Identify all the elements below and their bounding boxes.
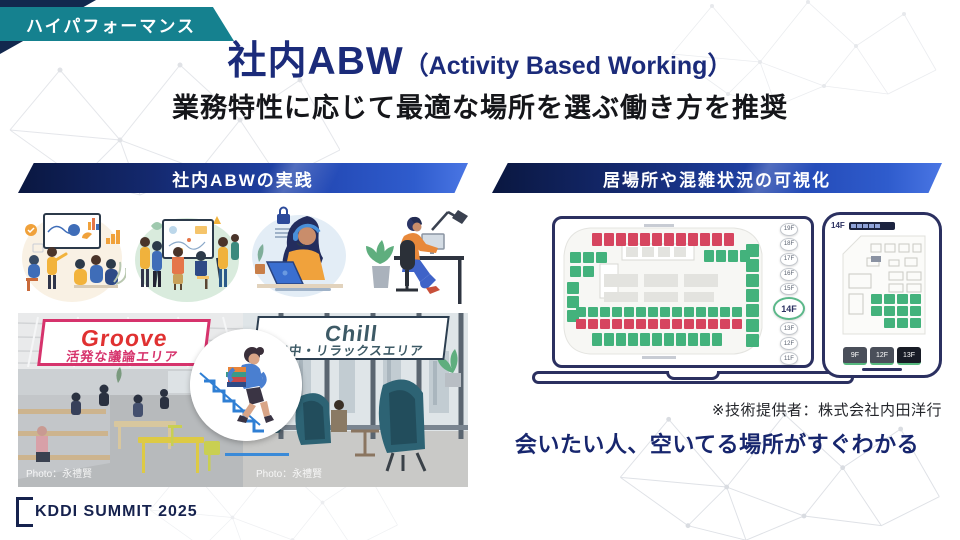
floor-circle-15f: 15F bbox=[780, 282, 798, 296]
page-subtitle: 業務特性に応じて最適な場所を選ぶ働き方を推奨 bbox=[172, 93, 788, 123]
floor-circle-12f: 12F bbox=[780, 337, 798, 351]
floor-circle-13f: 13F bbox=[780, 322, 798, 336]
phone-map-svg bbox=[842, 235, 926, 335]
tagline: 会いたい人、空いてる場所がすぐわかる bbox=[514, 432, 920, 457]
groove-zone-name: Groove bbox=[79, 325, 170, 351]
phone-toolbar bbox=[848, 221, 895, 230]
groove-zone-label: Groove 活発な議論エリア bbox=[37, 319, 211, 366]
photo-credit-left: Photo：永禮賢 bbox=[26, 469, 93, 480]
floor-circle-16f: 16F bbox=[780, 267, 798, 281]
stairs-illustration-circle bbox=[190, 329, 302, 441]
category-badge: ハイパフォーマンス bbox=[0, 7, 234, 41]
phone-floor-button-9f: 9F bbox=[843, 347, 867, 365]
photo-credit-right: Photo：永禮賢 bbox=[256, 469, 323, 480]
category-badge-label: ハイパフォーマンス bbox=[26, 16, 196, 36]
presentation-illustration bbox=[22, 213, 126, 302]
groove-zone-desc: 活発な議論エリア bbox=[65, 349, 180, 365]
chill-zone-name: Chill bbox=[323, 321, 380, 346]
left-section-banner: 社内ABWの実践 bbox=[18, 163, 468, 193]
floor-circle-14f: 14F bbox=[773, 297, 805, 321]
phone-floor-button-13f: 13F bbox=[897, 347, 921, 365]
floor-circle-18f: 18F bbox=[780, 237, 798, 251]
phone-floor-button-12f: 12F bbox=[870, 347, 894, 365]
provider-note: ※技術提供者：株式会社内田洋行 bbox=[711, 402, 942, 419]
office-photos: Groove 活発な議論エリア Chill 集中・リラックスエリア bbox=[18, 313, 468, 487]
divider-line bbox=[225, 453, 289, 456]
title-main: 社内ABW bbox=[227, 40, 404, 83]
background-mesh-bottom-right bbox=[619, 411, 940, 540]
laptop-notch bbox=[666, 371, 720, 380]
page-title: 社内ABW（Activity Based Working） bbox=[0, 30, 960, 86]
right-section-title: 居場所や混雑状況の可視化 bbox=[603, 170, 831, 190]
logo-bracket-icon bbox=[16, 497, 33, 527]
right-section-banner: 居場所や混雑状況の可視化 bbox=[492, 163, 942, 193]
whiteboard-collab-illustration bbox=[134, 216, 239, 302]
carrying-books-illustration bbox=[190, 329, 302, 441]
phone-status-row: 14F bbox=[831, 221, 933, 230]
floor-map-svg bbox=[563, 224, 763, 359]
left-section-title: 社内ABWの実践 bbox=[172, 170, 314, 190]
phone-home-indicator bbox=[862, 368, 902, 371]
floor-circle-19f: 19F bbox=[780, 223, 798, 236]
solo-desk-illustration bbox=[365, 210, 468, 304]
videocall-illustration bbox=[252, 206, 347, 297]
event-logo: KDDI SUMMIT 2025 bbox=[16, 497, 198, 527]
laptop-base bbox=[532, 371, 854, 384]
illustration-row bbox=[18, 197, 468, 311]
phone-current-floor: 14F bbox=[831, 221, 845, 230]
floor-circle-11f: 11F bbox=[780, 352, 798, 366]
logo-text: KDDI SUMMIT 2025 bbox=[35, 503, 198, 520]
title-paren: （Activity Based Working） bbox=[403, 52, 733, 80]
floor-circle-17f: 17F bbox=[780, 252, 798, 266]
